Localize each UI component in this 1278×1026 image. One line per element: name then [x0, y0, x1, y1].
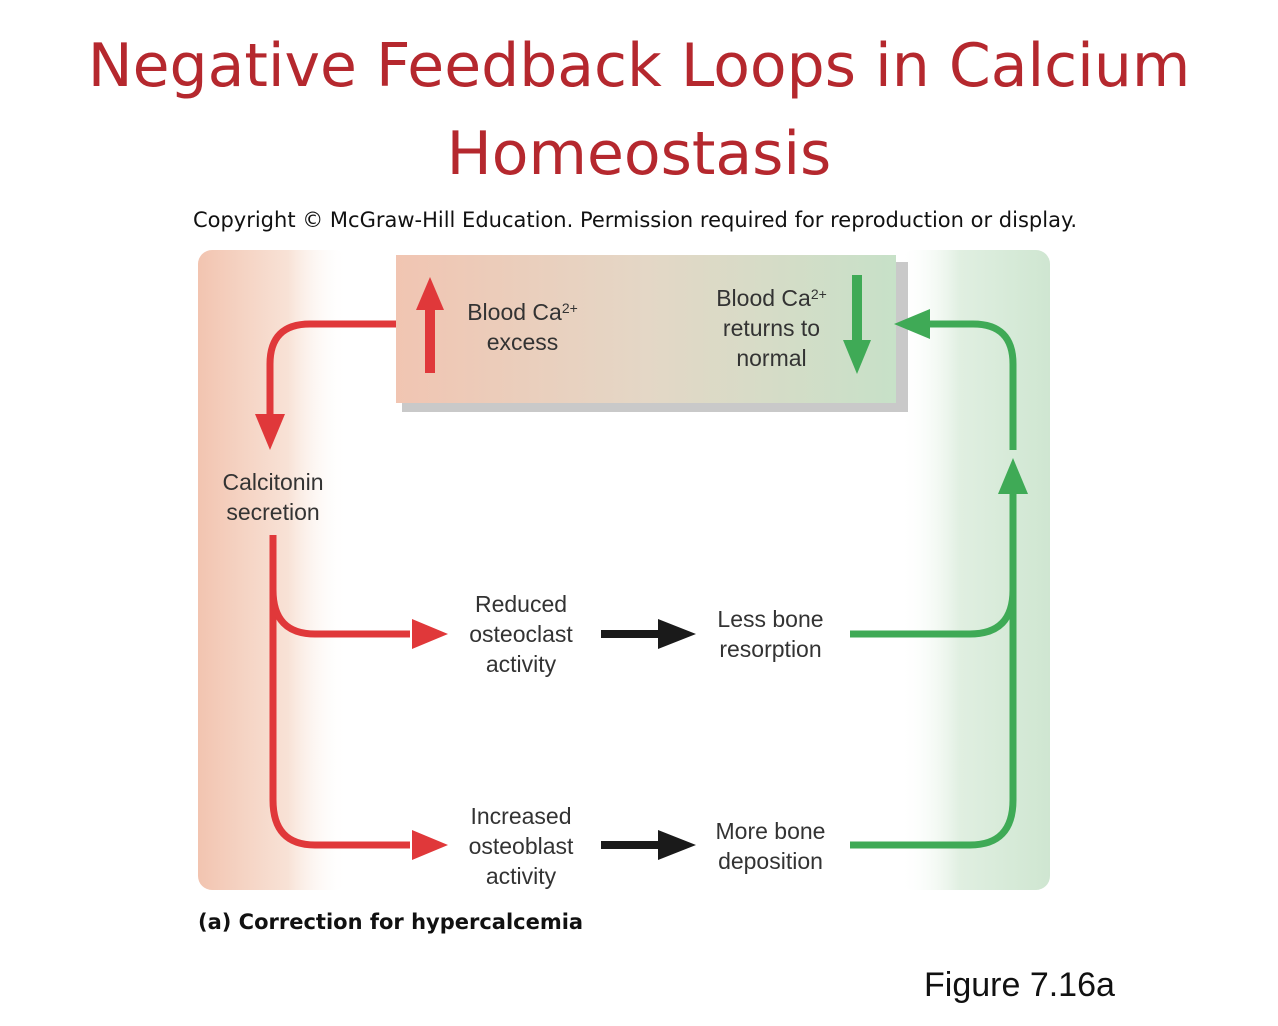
green-down-arrow-icon — [843, 275, 871, 374]
red-up-arrow-icon — [416, 277, 444, 373]
label-more-bone-deposition: More bone deposition — [698, 816, 843, 876]
black-arrow-resorption-icon — [601, 619, 696, 649]
charge-superscript: 2+ — [810, 286, 827, 302]
label-less-bone-resorption: Less bone resorption — [698, 604, 843, 664]
title-line-1: Negative Feedback Loops in Calcium — [87, 31, 1191, 101]
label-resorption-text: resorption — [719, 636, 822, 662]
green-connector-top — [930, 320, 1017, 450]
green-up-arrowhead-icon — [998, 458, 1028, 494]
red-arrowhead-osteoblast-icon — [412, 830, 448, 860]
label-calcitonin-text: Calcitonin — [222, 469, 324, 495]
figure-caption: (a) Correction for hypercalcemia — [198, 910, 584, 934]
top-box — [396, 255, 896, 403]
label-excess-text: excess — [486, 329, 559, 355]
label-activity-text: activity — [485, 863, 557, 889]
green-trunk — [850, 490, 1017, 849]
label-blood-ca-excess-line1: Blood Ca2+ — [450, 297, 595, 327]
red-connector-top — [266, 320, 396, 420]
label-increased-text: Increased — [470, 803, 572, 829]
label-more-bone-text: More bone — [715, 818, 826, 844]
label-deposition-text: deposition — [718, 848, 823, 874]
label-reduced-osteoclast-activity: Reduced osteoclast activity — [451, 589, 591, 679]
red-arrowhead-osteoclast-icon — [412, 619, 448, 649]
label-normal-text: normal — [736, 345, 807, 371]
label-reduced-text: Reduced — [474, 591, 568, 617]
label-secretion-text: secretion — [226, 499, 320, 525]
black-arrow-deposition-icon — [601, 830, 696, 860]
page-title: Negative Feedback Loops in Calcium Homeo… — [0, 22, 1278, 198]
label-activity-text: activity — [485, 651, 557, 677]
green-side-panel — [900, 250, 1050, 890]
blood-ca-text: Blood Ca — [716, 285, 811, 311]
label-osteoclast-text: osteoclast — [469, 621, 573, 647]
label-blood-ca-normal: Blood Ca2+ returns to normal — [694, 283, 849, 373]
label-osteoblast-text: osteoblast — [468, 833, 574, 859]
title-line-2: Homeostasis — [446, 119, 832, 189]
label-increased-osteoblast-activity: Increased osteoblast activity — [451, 801, 591, 891]
label-blood-ca-normal-line1: Blood Ca2+ — [694, 283, 849, 313]
red-trunk — [269, 535, 410, 849]
copyright-notice: Copyright © McGraw-Hill Education. Permi… — [192, 208, 1078, 232]
label-returns-to-text: returns to — [722, 315, 821, 341]
charge-superscript: 2+ — [561, 300, 578, 316]
red-down-arrowhead-icon — [255, 414, 285, 450]
label-less-bone-text: Less bone — [717, 606, 824, 632]
label-calcitonin-secretion: Calcitonin secretion — [203, 467, 343, 527]
blood-ca-text: Blood Ca — [467, 299, 562, 325]
label-blood-ca-excess: Blood Ca2+ excess — [450, 297, 595, 357]
red-branch-osteoclast — [269, 589, 410, 638]
figure-reference: Figure 7.16a — [924, 966, 1115, 1004]
green-left-arrowhead-icon — [894, 309, 930, 339]
